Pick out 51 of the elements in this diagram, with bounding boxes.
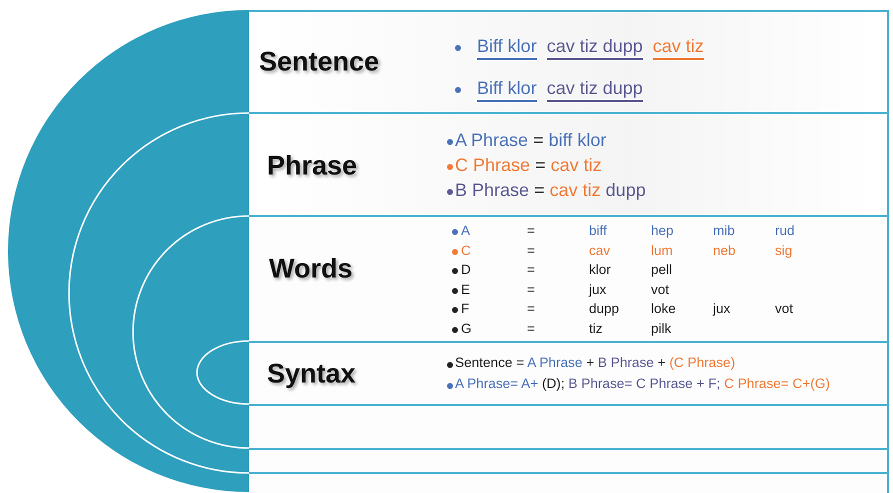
rule-text: Sentence = A Phrase + B Phrase + (C Phrase) xyxy=(455,355,736,370)
level-band xyxy=(249,341,889,404)
word-entry: jux xyxy=(589,282,606,297)
word-entry: loke xyxy=(651,301,676,316)
sentence-fragment: cav tiz dupp xyxy=(546,36,643,60)
level-heading: Phrase xyxy=(267,150,358,182)
word-entry: cav xyxy=(589,242,610,258)
rule-text: B Phrase = cav tiz dupp xyxy=(455,180,646,201)
sentence-fragment: cav tiz xyxy=(652,36,704,60)
level-heading: Sentence xyxy=(259,46,380,78)
word-entry: pell xyxy=(651,262,672,278)
level-band xyxy=(249,112,889,215)
word-entry: A xyxy=(461,223,470,238)
rule-text: A Phrase= A+ (D); B Phrase= C Phrase + F; C Phrase= C+(G) xyxy=(455,376,830,391)
word-entry: vot xyxy=(775,301,794,316)
level-band xyxy=(249,215,889,341)
word-entry: hep xyxy=(651,223,674,238)
word-entry: G xyxy=(461,321,472,336)
word-entry: = xyxy=(527,242,535,258)
word-entry: = xyxy=(527,321,535,336)
sentence-fragment: cav tiz dupp xyxy=(546,78,643,102)
sentence-fragment: Biff klor xyxy=(477,78,537,102)
word-entry: pilk xyxy=(651,321,672,336)
word-entry: mib xyxy=(713,223,735,238)
empty-band xyxy=(249,404,889,448)
sentence-fragment: Biff klor xyxy=(477,36,537,60)
word-entry: tiz xyxy=(589,321,602,336)
word-entry: lum xyxy=(651,242,673,258)
word-entry: neb xyxy=(713,242,736,258)
level-band xyxy=(249,10,889,112)
word-entry: klor xyxy=(589,262,611,278)
word-entry: = xyxy=(527,262,535,278)
empty-band xyxy=(249,448,889,472)
level-heading: Words xyxy=(269,254,353,284)
word-entry: = xyxy=(527,301,535,316)
word-entry: C xyxy=(461,242,471,258)
word-entry: vot xyxy=(651,282,670,297)
rule-text: C Phrase = cav tiz xyxy=(455,155,602,176)
word-entry: F xyxy=(461,301,470,316)
word-entry: E xyxy=(461,282,470,297)
word-entry: sig xyxy=(775,242,792,258)
rule-text: A Phrase = biff klor xyxy=(455,130,606,151)
word-entry: dupp xyxy=(589,301,620,316)
word-entry: jux xyxy=(713,301,730,316)
word-entry: biff xyxy=(589,223,607,238)
level-heading: Syntax xyxy=(267,358,356,390)
word-entry: = xyxy=(527,223,535,238)
word-entry: = xyxy=(527,282,535,297)
empty-band xyxy=(249,472,889,493)
word-entry: rud xyxy=(775,223,795,238)
word-entry: D xyxy=(461,262,471,278)
